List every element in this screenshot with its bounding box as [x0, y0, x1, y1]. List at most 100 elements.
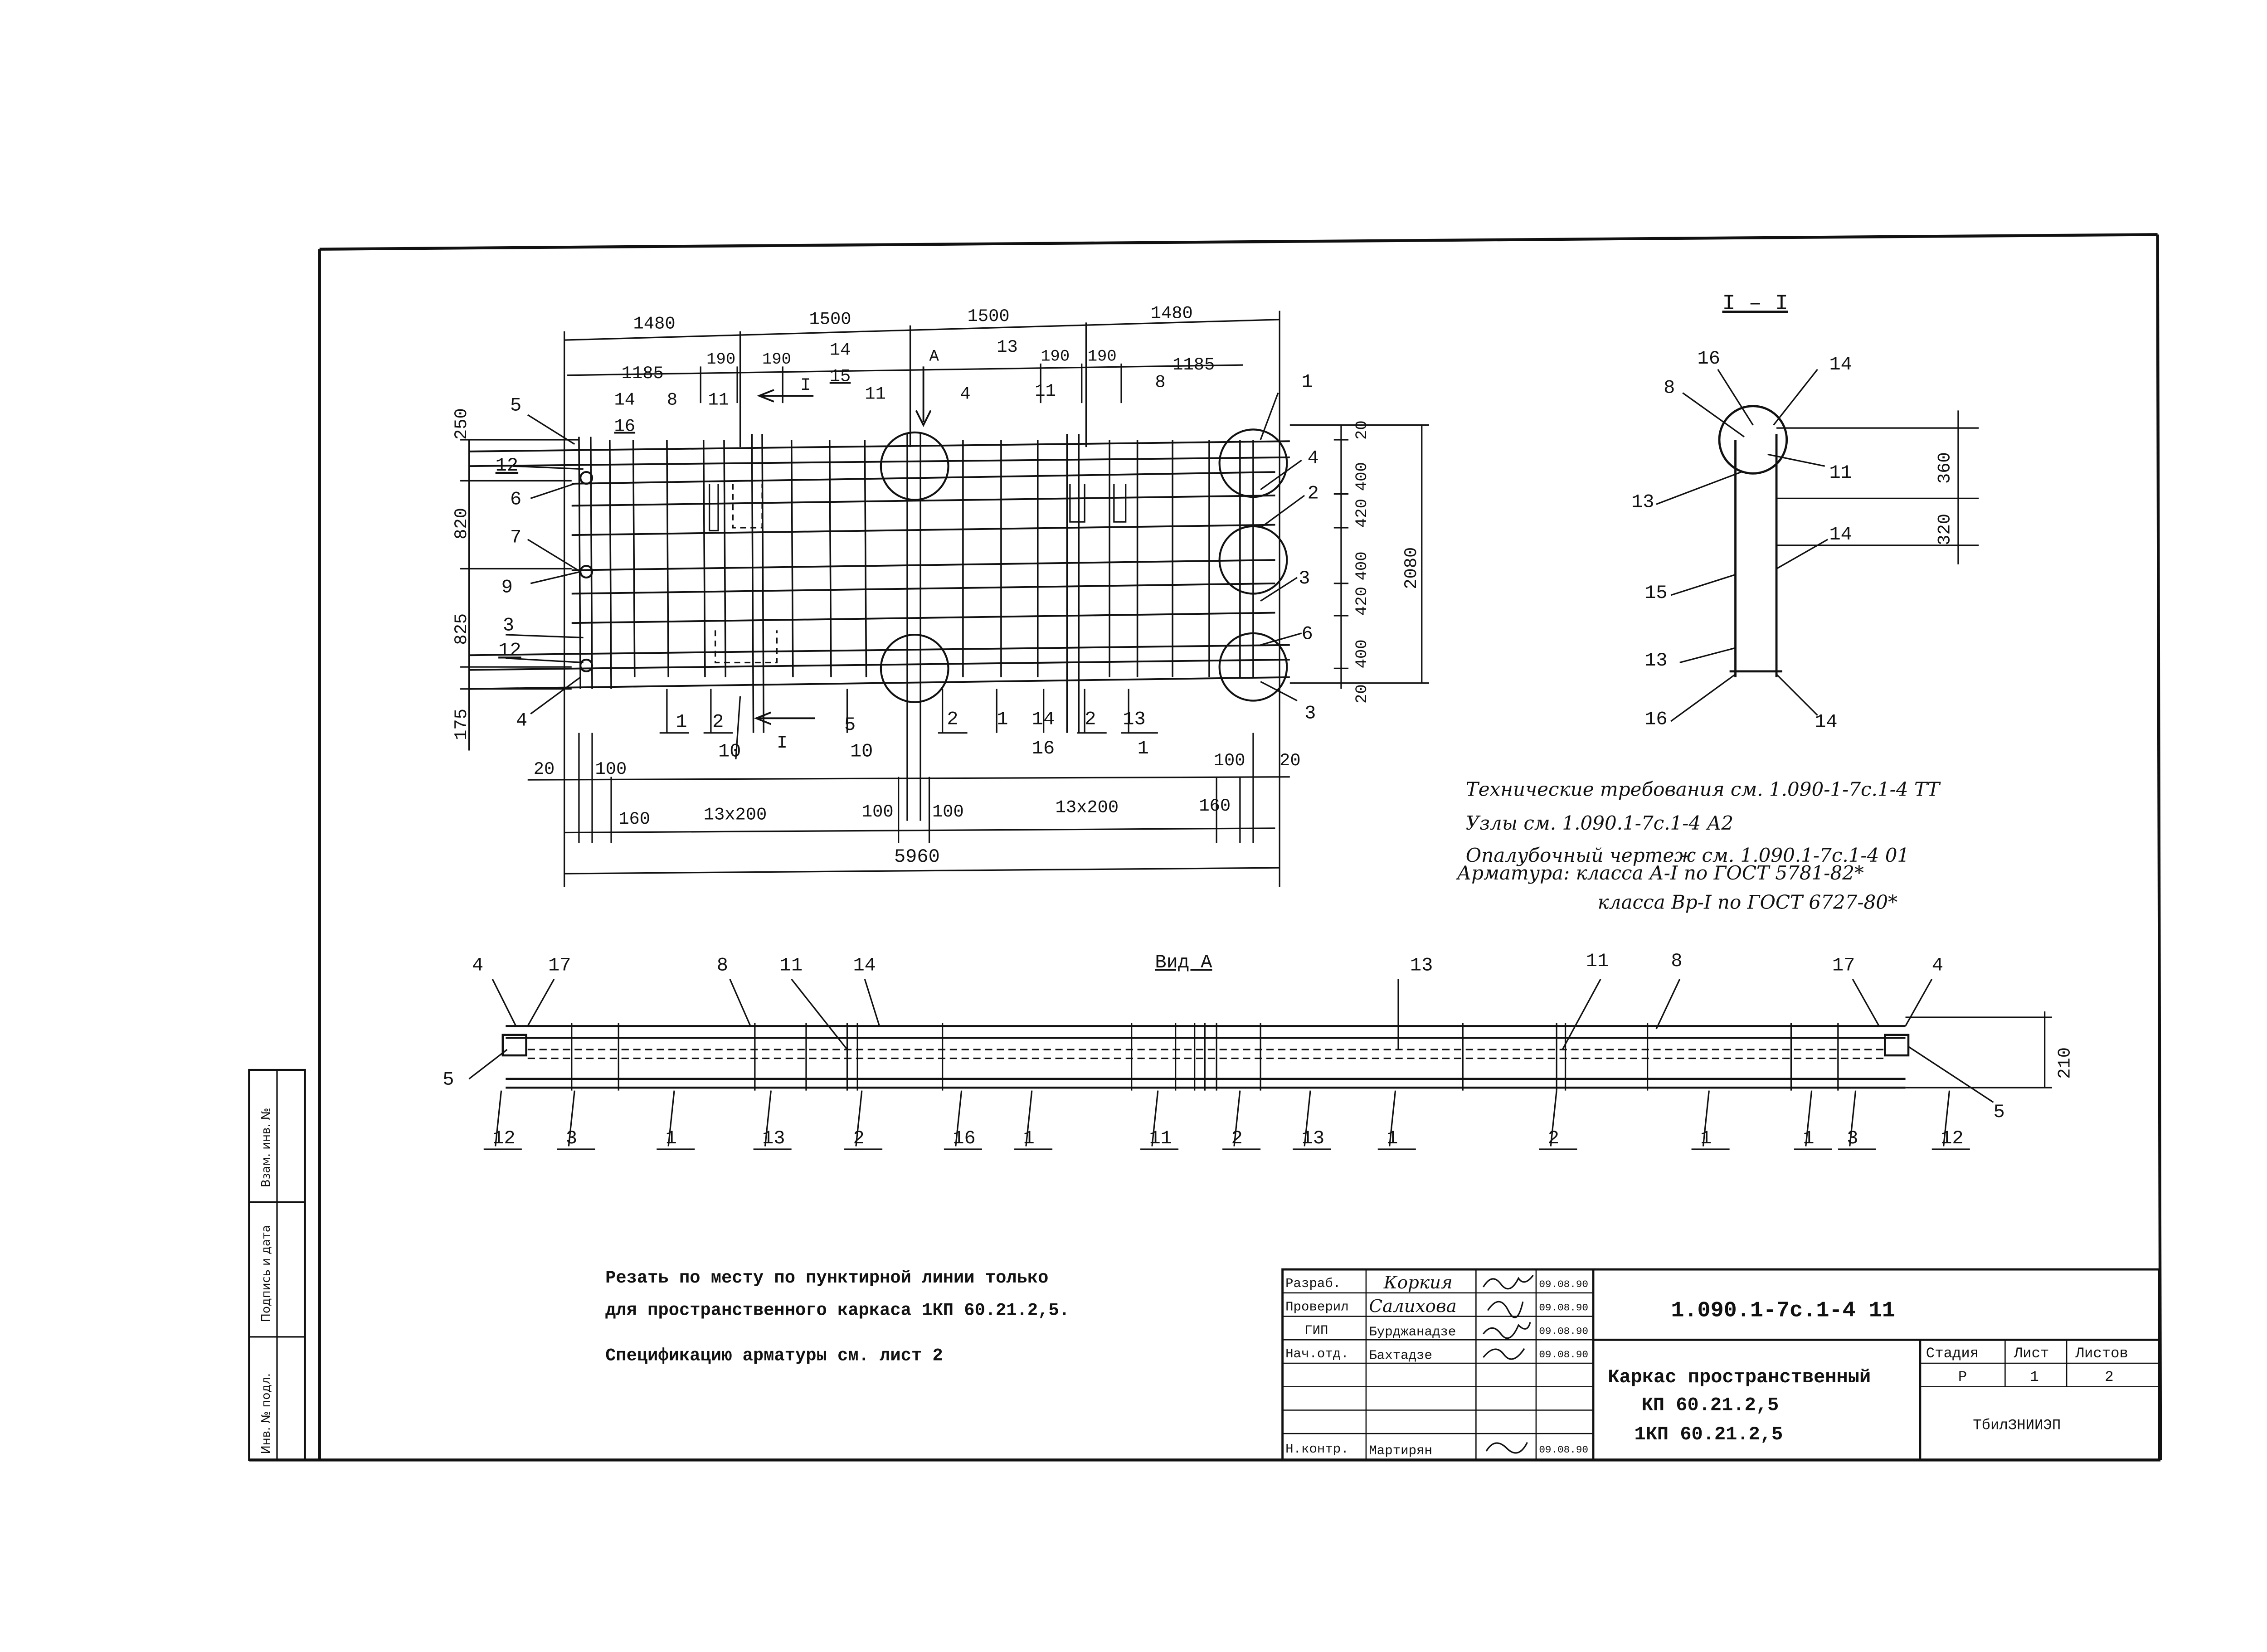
- stamp-date-head-dept: 09.08.90: [1539, 1349, 1588, 1360]
- dim-bottom-160-right: 160: [1199, 796, 1231, 816]
- callout-9-left: 9: [501, 576, 513, 598]
- callout-16-top-left: 16: [614, 417, 636, 437]
- view-a-side-5-left: 5: [443, 1069, 454, 1091]
- stamp-date-developer: 09.08.90: [1539, 1278, 1588, 1290]
- sheets-header: Листов: [2075, 1345, 2128, 1362]
- arrow-label-a: A: [929, 347, 939, 365]
- callout-1-right: 1: [1302, 371, 1313, 393]
- plan-bottom-13: 13: [1123, 708, 1145, 730]
- view-a-bottom-label: 2: [853, 1127, 864, 1149]
- view-a-bottom-label: 11: [1149, 1127, 1172, 1149]
- plan-bottom-1-c: 1: [1138, 738, 1149, 759]
- spec-note: Спецификацию арматуры см. лист 2: [605, 1346, 943, 1366]
- view-a-top-8-right: 8: [1671, 950, 1682, 972]
- stamp-role-norm-control: Н.контр.: [1285, 1442, 1349, 1457]
- view-a-bottom-label: 3: [1847, 1127, 1858, 1149]
- side-strip-label-3: Инв. № подл.: [259, 1373, 273, 1454]
- cut-note-line-1: Резать по месту по пунктирной линии толь…: [605, 1268, 1048, 1288]
- stamp-role-head-dept: Нач.отд.: [1285, 1346, 1349, 1361]
- note-reinforcement-a: Арматура: класса А-I по ГОСТ 5781-82*: [1455, 862, 1864, 884]
- plan-bottom-16: 16: [1032, 738, 1055, 759]
- dim-bottom-100-mid-b: 100: [932, 802, 964, 822]
- view-a-bottom-leader: [764, 1090, 772, 1147]
- view-a-bottom-leader: [1233, 1090, 1241, 1147]
- view-a-top-14: 14: [853, 954, 876, 976]
- view-a-top-4-left: 4: [472, 954, 483, 976]
- dim-right-20-bottom: 20: [1352, 684, 1371, 704]
- callout-12-left-bottom: 12: [498, 639, 521, 661]
- dim-bottom-13x200-left: 13x200: [704, 805, 767, 825]
- view-a-top-17-left: 17: [548, 954, 571, 976]
- callout-3-left: 3: [503, 614, 514, 636]
- view-a-bottom-label: 2: [1231, 1127, 1242, 1149]
- callout-4-left: 4: [516, 710, 527, 732]
- stamp-name-head-dept: Бахтадзе: [1369, 1348, 1432, 1363]
- callout-8-top-right: 8: [1155, 373, 1165, 393]
- dim-top-1500-a: 1500: [809, 310, 851, 330]
- view-a-bottom-leader: [955, 1090, 963, 1147]
- section-label-14-bottom: 14: [1815, 711, 1837, 733]
- view-a-bottom-label: 1: [1023, 1127, 1034, 1149]
- callout-15-top-mid: 15: [830, 367, 851, 387]
- view-a-bottom-leader: [1151, 1090, 1159, 1147]
- dim-top-1480-right: 1480: [1151, 304, 1193, 324]
- section-label-14-mid: 14: [1829, 524, 1852, 545]
- dim-left-175: 175: [452, 709, 472, 740]
- dim-bottom-13x200-right: 13x200: [1056, 797, 1119, 817]
- view-a-bottom-label: 13: [762, 1127, 785, 1149]
- title-block: Разраб. Проверил ГИП Нач.отд. Н.контр. К…: [1281, 1268, 2160, 1461]
- dim-right-20-top: 20: [1352, 420, 1371, 440]
- callout-3-right: 3: [1299, 568, 1310, 589]
- document-title-line-1: Каркас пространственный: [1608, 1366, 1871, 1388]
- callout-4-right: 4: [1308, 447, 1319, 469]
- view-a-top-11-right: 11: [1586, 950, 1609, 972]
- view-a-bottom-label: 1: [1803, 1127, 1814, 1149]
- dim-top-1500-b: 1500: [968, 306, 1010, 326]
- note-formwork: Опалубочный чертеж см. 1.090.1-7с.1-4 01: [1466, 844, 1909, 866]
- dim-left-250: 250: [452, 408, 472, 440]
- dim-bottom-20-right: 20: [1279, 751, 1301, 771]
- stamp-role-gip: ГИП: [1304, 1323, 1328, 1338]
- view-a-top-4-right: 4: [1932, 954, 1943, 976]
- callout-11-node: 11: [865, 384, 886, 404]
- dim-right-420-a: 420: [1352, 499, 1371, 528]
- callout-11-top-right: 11: [1035, 381, 1056, 401]
- dim-1185-right: 1185: [1172, 355, 1215, 375]
- callout-2-right: 2: [1308, 482, 1319, 504]
- callout-14-top-mid: 14: [830, 340, 851, 360]
- view-a-bottom-leader: [1550, 1090, 1557, 1147]
- view-a-bottom-leader: [1025, 1090, 1033, 1147]
- view-a-bottom-leader: [568, 1090, 575, 1147]
- view-a-bottom-leader: [1389, 1090, 1396, 1147]
- note-nodes: Узлы см. 1.090.1-7с.1-4 А2: [1466, 812, 1733, 834]
- dim-right-400-c: 400: [1352, 639, 1371, 668]
- view-a-top-13: 13: [1410, 954, 1433, 976]
- callout-14-top-left: 14: [614, 390, 636, 410]
- section-dim-360: 360: [1935, 452, 1955, 484]
- dim-190-right-a: 190: [1041, 347, 1070, 365]
- plan-bottom-2-b: 2: [947, 708, 958, 730]
- section-label-16-top: 16: [1698, 348, 1720, 369]
- section-label-11: 11: [1829, 462, 1852, 484]
- stamp-date-gip: 09.08.90: [1539, 1325, 1588, 1337]
- dim-bottom-100-right: 100: [1214, 751, 1245, 771]
- dim-right-total-2080: 2080: [1401, 547, 1421, 589]
- view-a-bottom-label: 1: [1386, 1127, 1398, 1149]
- view-a-bottom-label: 16: [953, 1127, 975, 1149]
- callout-3-right-bottom: 3: [1304, 702, 1316, 724]
- view-a-bottom-label: 1: [666, 1127, 677, 1149]
- section-dim-320: 320: [1935, 514, 1955, 545]
- plan-bottom-2-c: 2: [1085, 708, 1096, 730]
- view-a-bottom-leader: [1943, 1090, 1951, 1147]
- dim-190-left-a: 190: [706, 350, 735, 369]
- stage-header: Стадия: [1926, 1345, 1979, 1362]
- signatures: [1483, 1275, 1534, 1454]
- view-a-dim-210: 210: [2055, 1047, 2075, 1079]
- view-a-bottom-leader: [855, 1090, 863, 1147]
- plan-bottom-2-a: 2: [712, 711, 724, 733]
- view-a-top-11-left: 11: [780, 954, 803, 976]
- view-a-bottom-label: 12: [492, 1127, 515, 1149]
- view-a-side-5-right: 5: [1994, 1101, 2005, 1123]
